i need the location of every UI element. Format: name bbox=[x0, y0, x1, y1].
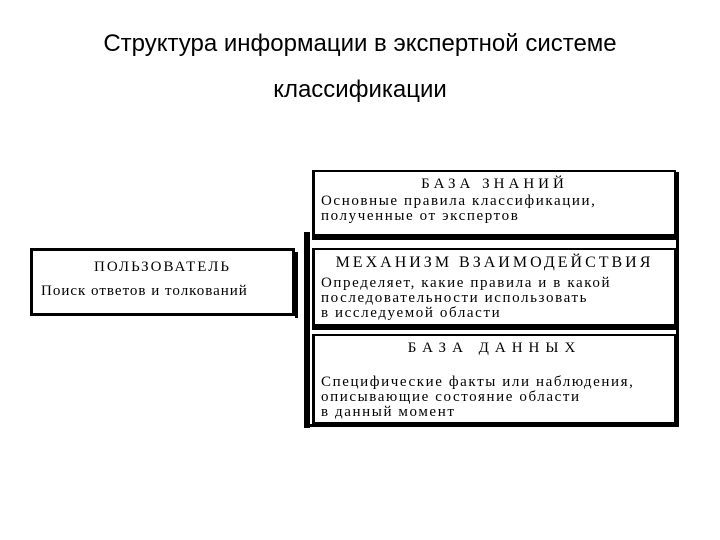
user-box: ПОЛЬЗОВАТЕЛЬ Поиск ответов и толкований bbox=[30, 248, 295, 316]
knowledge-base-heading: БАЗА ЗНАНИЙ bbox=[421, 176, 568, 192]
knowledge-base-line: полученные от экспертов bbox=[321, 208, 520, 224]
database-line: в данный момент bbox=[321, 404, 456, 420]
divider-engine-db bbox=[312, 326, 679, 330]
left-vertical-connector bbox=[304, 232, 310, 428]
database-box: БАЗА ДАННЫХ Специфические факты или набл… bbox=[312, 334, 676, 424]
database-line: описывающие состояние области bbox=[321, 389, 581, 405]
interaction-engine-box: МЕХАНИЗМ ВЗАИМОДЕЙСТВИЯ Определяет, каки… bbox=[312, 248, 676, 326]
bottom-edge-shadow bbox=[304, 424, 679, 427]
database-heading: БАЗА ДАННЫХ bbox=[407, 340, 582, 356]
knowledge-base-line: Основные правила классификации, bbox=[321, 193, 597, 209]
interaction-engine-line: Определяет, какие правила и в какой bbox=[321, 275, 612, 291]
right-edge-shadow bbox=[676, 172, 679, 426]
divider-kb-engine bbox=[312, 236, 679, 240]
slide-title: Структура информации в экспертной систем… bbox=[103, 30, 617, 57]
interaction-engine-line: последовательности использовать bbox=[321, 290, 589, 306]
interaction-engine-line: в исследуемой области bbox=[321, 305, 502, 321]
slide-title-line-2: классификации bbox=[273, 76, 447, 103]
user-line: Поиск ответов и толкований bbox=[41, 283, 248, 299]
database-line: Специфические факты или наблюдения, bbox=[321, 374, 635, 390]
user-heading: ПОЛЬЗОВАТЕЛЬ bbox=[94, 259, 231, 275]
user-box-shadow bbox=[295, 252, 298, 318]
interaction-engine-heading: МЕХАНИЗМ ВЗАИМОДЕЙСТВИЯ bbox=[335, 254, 654, 271]
knowledge-base-box: БАЗА ЗНАНИЙ Основные правила классификац… bbox=[312, 170, 676, 236]
